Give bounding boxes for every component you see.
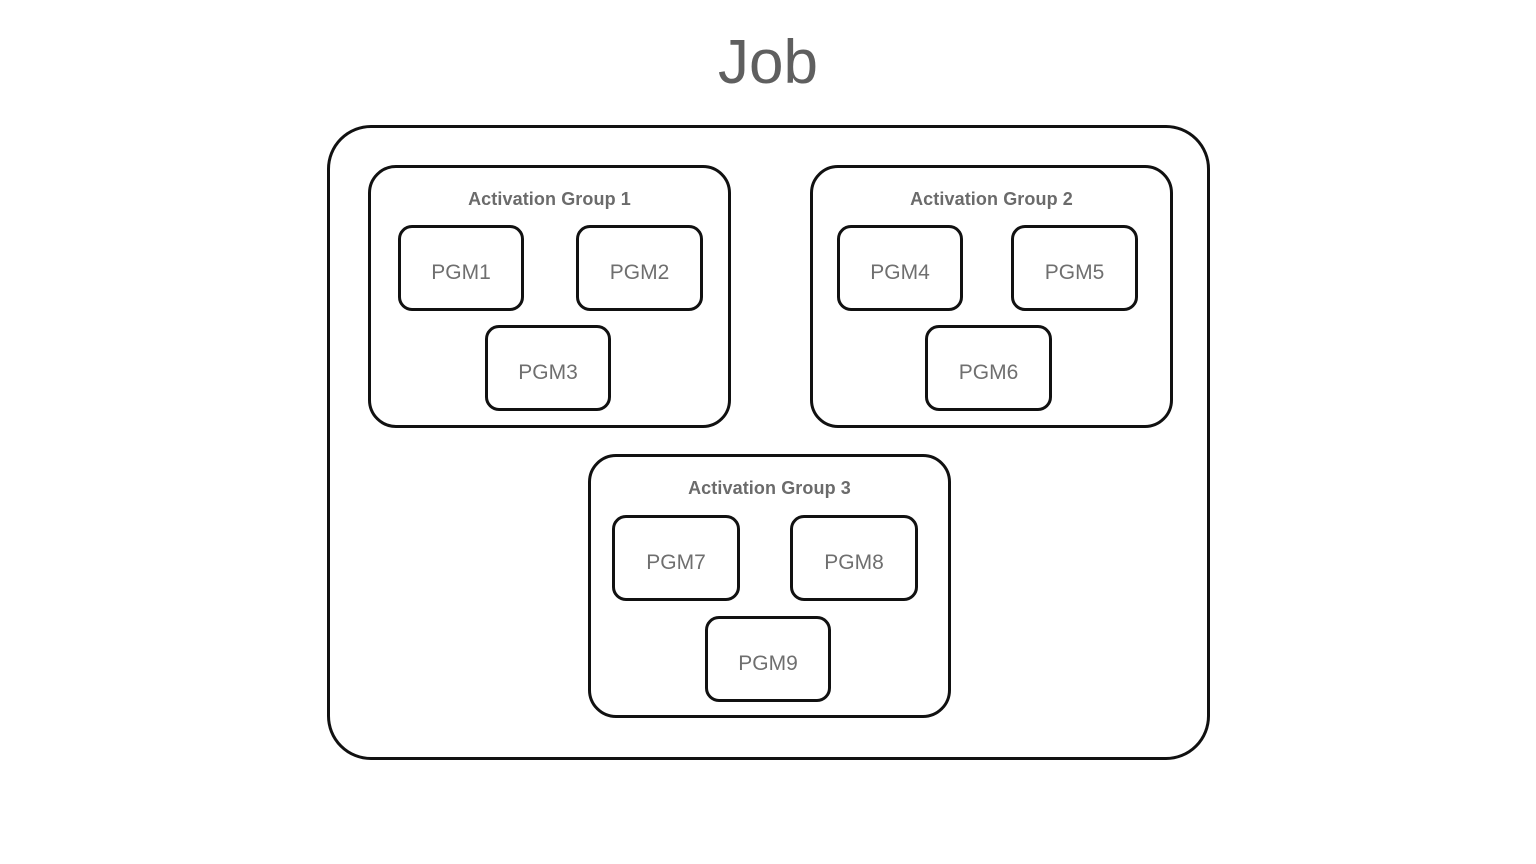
program-label-pgm1: PGM1 xyxy=(431,260,491,284)
program-box-pgm6: PGM6 xyxy=(925,325,1052,411)
program-label-pgm2: PGM2 xyxy=(609,260,670,284)
program-label-pgm9: PGM9 xyxy=(738,651,798,675)
program-label-pgm5: PGM5 xyxy=(1044,260,1105,284)
program-box-pgm9: PGM9 xyxy=(705,616,831,702)
activation-group-2-label: Activation Group 2 xyxy=(910,189,1073,209)
activation-group-1-label: Activation Group 1 xyxy=(468,189,631,209)
program-label-pgm6: PGM6 xyxy=(958,360,1019,384)
page-title: Job xyxy=(718,28,818,97)
program-label-pgm3: PGM3 xyxy=(518,360,578,384)
program-box-pgm7: PGM7 xyxy=(612,515,740,601)
program-label-pgm8: PGM8 xyxy=(824,550,884,574)
program-label-pgm7: PGM7 xyxy=(646,550,706,574)
program-box-pgm5: PGM5 xyxy=(1011,225,1138,311)
program-box-pgm3: PGM3 xyxy=(485,325,611,411)
program-box-pgm8: PGM8 xyxy=(790,515,918,601)
program-box-pgm4: PGM4 xyxy=(837,225,963,311)
program-label-pgm4: PGM4 xyxy=(870,260,930,284)
program-box-pgm1: PGM1 xyxy=(398,225,524,311)
activation-group-3-label: Activation Group 3 xyxy=(688,478,851,498)
program-box-pgm2: PGM2 xyxy=(576,225,703,311)
